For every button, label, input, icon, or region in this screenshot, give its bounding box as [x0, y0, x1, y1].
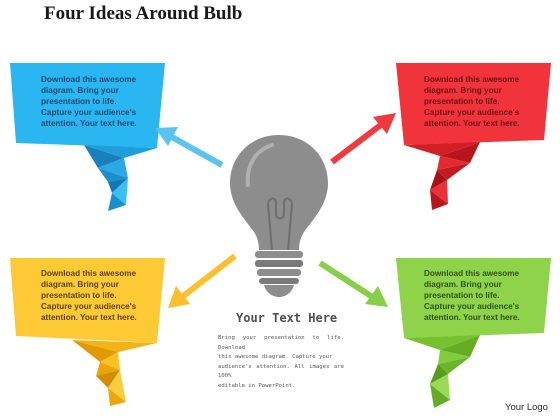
yellow-box-text: Download this awesome diagram. Bring you… [41, 269, 137, 322]
arrow-green [318, 260, 388, 307]
arrow-yellow [168, 253, 237, 308]
red-box-text: Download this awesome diagram. Bring you… [424, 75, 520, 128]
center-body-text: Bring your presentation to life. Downloa… [218, 335, 344, 389]
page-title: Four Ideas Around Bulb [44, 3, 243, 24]
green-box-text: Download this awesome diagram. Bring you… [424, 269, 520, 322]
red-banner [396, 63, 551, 210]
arrow-red [330, 113, 396, 165]
yellow-banner [10, 258, 165, 406]
blue-box-text: Download this awesome diagram. Bring you… [41, 75, 137, 128]
logo-text: Your Logo [505, 402, 548, 413]
green-banner [396, 258, 551, 408]
light-bulb-icon [230, 135, 328, 297]
arrow-blue [155, 127, 224, 168]
blue-banner [10, 63, 165, 211]
center-heading: Your Text Here [236, 311, 338, 325]
